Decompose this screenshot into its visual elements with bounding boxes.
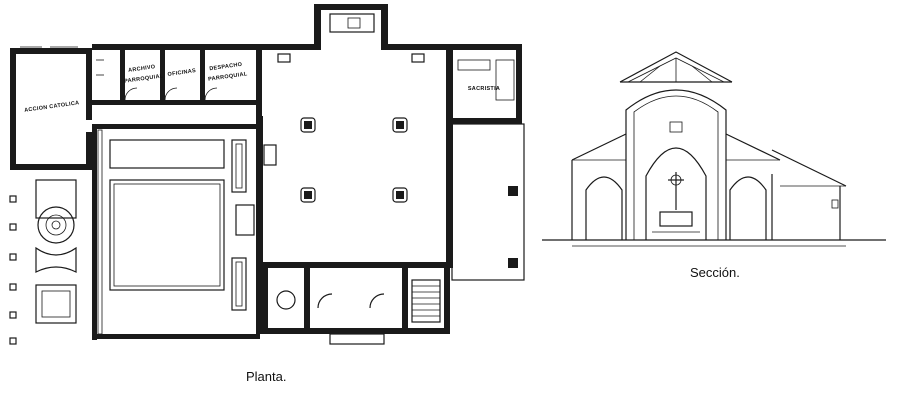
entrance-block — [262, 268, 450, 345]
label-despacho-line2: PARROQUIAL — [208, 71, 248, 82]
garden-ornaments — [9, 179, 77, 345]
side-chapel — [451, 123, 525, 281]
label-archivo-line1: ARCHIVO — [128, 64, 156, 74]
label-accion-catolica: ACCION CATOLICA — [24, 100, 80, 114]
courtyard — [92, 124, 260, 340]
staircase — [411, 279, 441, 323]
label-oficinas: OFICINAS — [167, 68, 196, 78]
sacristia-room — [452, 44, 522, 124]
altar-cross — [652, 172, 700, 233]
accion-catolica-room — [10, 46, 92, 170]
church-nave — [256, 4, 453, 334]
church-section — [542, 51, 886, 247]
plan-caption: Planta. — [246, 369, 287, 384]
section-caption: Sección. — [690, 265, 740, 280]
label-sacristia: SACRISTIA — [468, 86, 500, 92]
label-despacho-line1: DESPACHO — [209, 62, 243, 73]
label-archivo-line2: PARROQUIAL — [124, 73, 164, 84]
nave-pillars — [300, 117, 408, 203]
floor-plan: ACCION CATOLICA ARCHIVO PARROQUIAL OFICI… — [9, 4, 525, 345]
office-strip — [92, 44, 262, 116]
